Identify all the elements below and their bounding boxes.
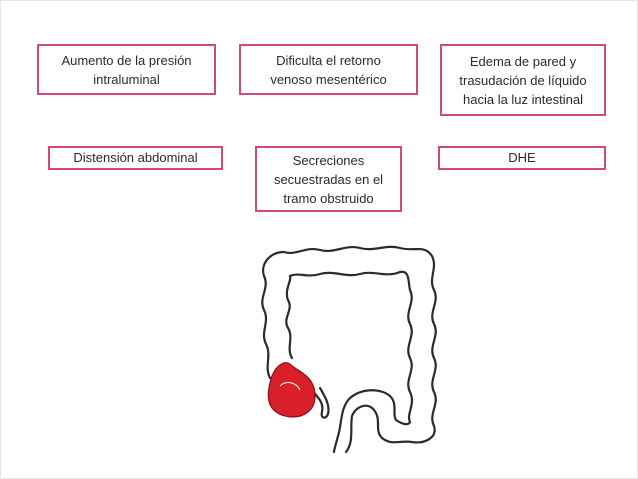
- concept-box-distension: Distensión abdominal: [48, 146, 223, 170]
- box-text-line: trasudación de líquido: [459, 72, 587, 88]
- large-intestine-illustration: [261, 245, 437, 454]
- obstruction-region: [267, 362, 316, 418]
- concept-box-dhe: DHE: [438, 146, 606, 170]
- box-text-line: tramo obstruido: [283, 190, 374, 206]
- concept-box-edema-pared: Edema de pared y trasudación de líquido …: [440, 44, 606, 116]
- box-text-line: Secreciones: [292, 152, 365, 168]
- box-text-line: DHE: [508, 150, 536, 165]
- appendix-outline: [310, 386, 330, 419]
- box-text-line: intraluminal: [93, 71, 160, 87]
- box-text-line: Edema de pared y: [469, 53, 577, 69]
- box-text-line: Dificulta el retorno: [276, 52, 381, 68]
- box-text-line: Distensión abdominal: [73, 150, 198, 165]
- concept-box-aumento-presion: Aumento de la presión intraluminal: [37, 44, 216, 95]
- colon-outer-outline: [261, 245, 437, 454]
- box-text-line: Aumento de la presión: [61, 52, 192, 68]
- obstruction-lumen-line: [279, 382, 301, 391]
- concept-box-secreciones: Secreciones secuestradas en el tramo obs…: [255, 146, 402, 212]
- box-text-line: venoso mesentérico: [270, 71, 387, 87]
- box-text-line: secuestradas en el: [273, 171, 384, 187]
- colon-inner-outline: [285, 270, 414, 454]
- concept-box-retorno-venoso: Dificulta el retorno venoso mesentérico: [239, 44, 418, 95]
- box-text-line: hacia la luz intestinal: [463, 91, 583, 107]
